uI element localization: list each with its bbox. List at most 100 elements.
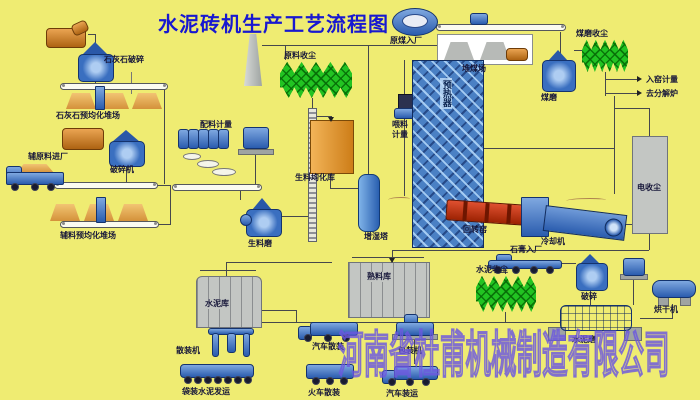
raw-mill-bag-filter-icon [280, 61, 352, 98]
wheel-icon [11, 183, 19, 191]
limestone-mill-icon [78, 54, 114, 82]
label-feed-metering-1: 喂料 [392, 120, 408, 129]
label-bagged-dispatch: 袋装水泥发运 [182, 387, 230, 396]
transport-truck-icon [394, 366, 438, 380]
flow-line [156, 185, 171, 186]
tertiary-air-duct-line [482, 148, 614, 149]
stockpile-icon [132, 93, 162, 109]
flow-line [95, 80, 96, 85]
label-kiln-metering: 入窑计量 [646, 75, 678, 84]
label-raw-mill: 生料磨 [248, 239, 272, 248]
flow-line [633, 278, 634, 305]
flow-line [164, 86, 165, 184]
conveyor-icon [60, 221, 159, 228]
label-cement-mill: 水泥磨 [572, 335, 596, 344]
mill-bearing-icon [624, 327, 642, 341]
label-train-bulk: 火车散装 [308, 388, 340, 397]
wheel-icon [530, 266, 538, 274]
label-limestone-crushing: 石灰石破碎 [104, 55, 144, 64]
flow-line [614, 108, 649, 109]
label-esp: 电收尘 [637, 183, 661, 192]
mill-bearing-icon [548, 327, 566, 341]
mill-feed-cone-icon [580, 254, 600, 264]
flow-line [95, 34, 96, 44]
mill-hopper-icon [82, 42, 108, 55]
gypsum-conveyor-icon [488, 260, 562, 269]
flow-line [226, 262, 227, 276]
stockpile-icon [99, 93, 129, 109]
flow-arrow [389, 258, 395, 263]
label-coal-yard: 堆煤场 [462, 64, 486, 73]
label-coal-entry: 原煤入厂 [390, 36, 422, 45]
label-rotary-kiln: 回转窑 [463, 225, 487, 234]
kiln-ring-icon [484, 202, 490, 223]
flow-line [170, 185, 171, 224]
conveyor-icon [60, 83, 168, 90]
label-aux-yard: 辅料预均化堆场 [60, 231, 116, 240]
flow-line [156, 224, 171, 225]
label-to-calciner: 去分解炉 [646, 89, 678, 98]
wheel-icon [312, 377, 320, 385]
label-raw-dust: 原料收尘 [284, 51, 316, 60]
label-gypsum-crush: 破碎 [581, 292, 597, 301]
mill-feed-cone-icon [548, 50, 568, 61]
flow-line [126, 165, 127, 183]
wheel-icon [342, 334, 350, 342]
coal-pile-icon [480, 42, 510, 60]
label-dryer: 烘干机 [654, 305, 678, 314]
flow-line [330, 188, 360, 189]
packing-machine-icon [396, 322, 434, 336]
loader-leg-icon [212, 333, 219, 357]
wheel-icon [546, 266, 554, 274]
flow-line [255, 155, 256, 184]
bucket-elevator-icon [308, 108, 317, 242]
flow-line [414, 340, 415, 364]
diagram-title: 水泥砖机生产工艺流程图 [158, 14, 389, 36]
label-humidifier: 增湿塔 [364, 232, 388, 241]
aux-crusher-icon [62, 128, 104, 150]
flow-line [672, 304, 673, 318]
dryer-drum-icon [652, 280, 696, 298]
truck-load-icon [16, 164, 54, 173]
flow-line [330, 172, 331, 188]
flow-line [649, 108, 650, 136]
label-truck-ship: 汽车装运 [386, 389, 418, 398]
label-truck-bulk: 汽车散装 [312, 342, 344, 351]
grate-cooler-icon [542, 205, 628, 241]
wheel-icon [204, 376, 212, 384]
coal-bag-filter-icon [582, 39, 628, 72]
kiln-ring-icon [506, 204, 512, 224]
aux-mill-icon [109, 141, 145, 167]
stacker-icon [95, 86, 105, 110]
flow-line [368, 46, 369, 174]
esp-icon [632, 136, 668, 234]
flow-line [605, 72, 606, 96]
handwritten-annotation [388, 197, 410, 202]
tripper-car-icon [470, 13, 488, 25]
conveyor-icon [172, 184, 262, 191]
wheel-icon [494, 266, 502, 274]
flow-line [622, 224, 632, 225]
cement-bag-filter-icon [476, 275, 536, 312]
wheel-icon [326, 377, 334, 385]
chimney-icon [244, 34, 262, 86]
flow-line [605, 79, 638, 80]
flow-line [88, 34, 96, 35]
flow-line [315, 116, 332, 117]
mill-spout-icon [240, 214, 252, 226]
flow-line [560, 32, 561, 54]
kiln-ring-icon [462, 201, 468, 221]
label-coal-mill: 煤磨 [541, 93, 557, 102]
label-batching: 配料计量 [200, 120, 232, 129]
wheel-icon [340, 377, 348, 385]
wheel-icon [388, 378, 396, 386]
flow-line [352, 257, 424, 258]
label-raw-meal-silo: 生料均化库 [295, 173, 335, 182]
loader-icon [506, 48, 528, 61]
wheel-icon [184, 376, 192, 384]
wheel-icon [304, 334, 312, 342]
clinker-silo-icon [348, 262, 430, 318]
humidifying-tower-icon [358, 174, 380, 232]
raw-mill-icon [246, 209, 282, 237]
